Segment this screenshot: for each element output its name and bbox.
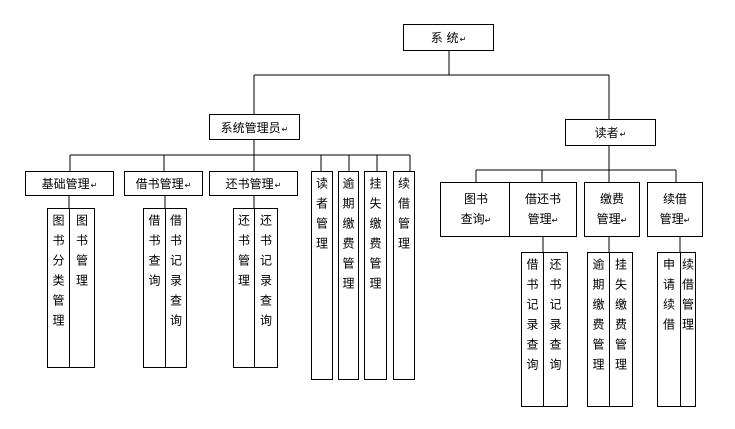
leaf-label: 逾期缴费管理 [341,177,355,297]
leaf-label: 续借管理 [396,177,411,257]
admin-sub-column: 借书记录查询 [165,208,187,368]
module-label: 缴费 管理 [597,189,628,231]
admin-leaf-column: 续借管理 [393,171,415,380]
reader-module-borrow-return: 借还书 管理 [509,182,577,237]
admin-sub-column: 还书记录查询 [254,208,278,368]
module-label: 基础管理 [42,175,98,192]
sub-label: 还书记录查询 [258,214,273,334]
root-node: 系 统 [403,24,494,51]
sub-label: 图书分类管理 [51,214,65,334]
module-label: 借书管理 [136,175,192,192]
reader-sub-column: 挂失缴费管理 [609,252,633,407]
sub-label: 逾期缴费管理 [591,258,605,378]
sub-label: 申请续借 [661,258,676,338]
admin-node: 系统管理员 [209,114,300,140]
module-label: 借还书 管理 [525,189,561,231]
root-label: 系 统 [431,29,467,46]
admin-label: 系统管理员 [221,119,289,136]
sub-label: 借书查询 [147,214,161,294]
admin-leaf-column: 读者管理 [311,171,333,380]
sub-label: 还书管理 [236,214,251,294]
sub-label: 图书管理 [74,214,89,294]
admin-sub-column: 图书分类管理 [47,208,70,368]
leaf-label: 挂失缴费管理 [368,177,382,297]
leaf-label: 读者管理 [314,177,329,257]
reader-sub-column: 还书记录查询 [543,252,568,407]
reader-module-fees: 缴费 管理 [584,182,640,237]
module-label: 续借 管理 [660,189,691,231]
reader-label: 读者 [595,124,627,141]
module-label: 还书管理 [226,175,282,192]
sub-label: 借书记录查询 [168,214,183,334]
admin-leaf-column: 逾期缴费管理 [338,171,359,380]
admin-module-borrow: 借书管理 [124,171,203,196]
sub-label: 挂失缴费管理 [613,258,628,378]
admin-sub-column: 图书管理 [69,208,95,368]
admin-leaf-column: 挂失缴费管理 [364,171,387,380]
reader-module-search: 图书 查询 [440,182,512,237]
admin-module-return: 还书管理 [209,171,298,196]
admin-module-basic: 基础管理 [25,171,114,196]
sub-label: 还书记录查询 [548,258,562,378]
sub-label: 借书记录查询 [525,258,539,378]
module-label: 图书 查询 [461,189,492,231]
reader-module-renew: 续借 管理 [647,182,703,237]
sub-label: 续借管理 [680,258,695,338]
reader-sub-column: 续借管理 [680,252,696,407]
reader-node: 读者 [565,119,656,146]
